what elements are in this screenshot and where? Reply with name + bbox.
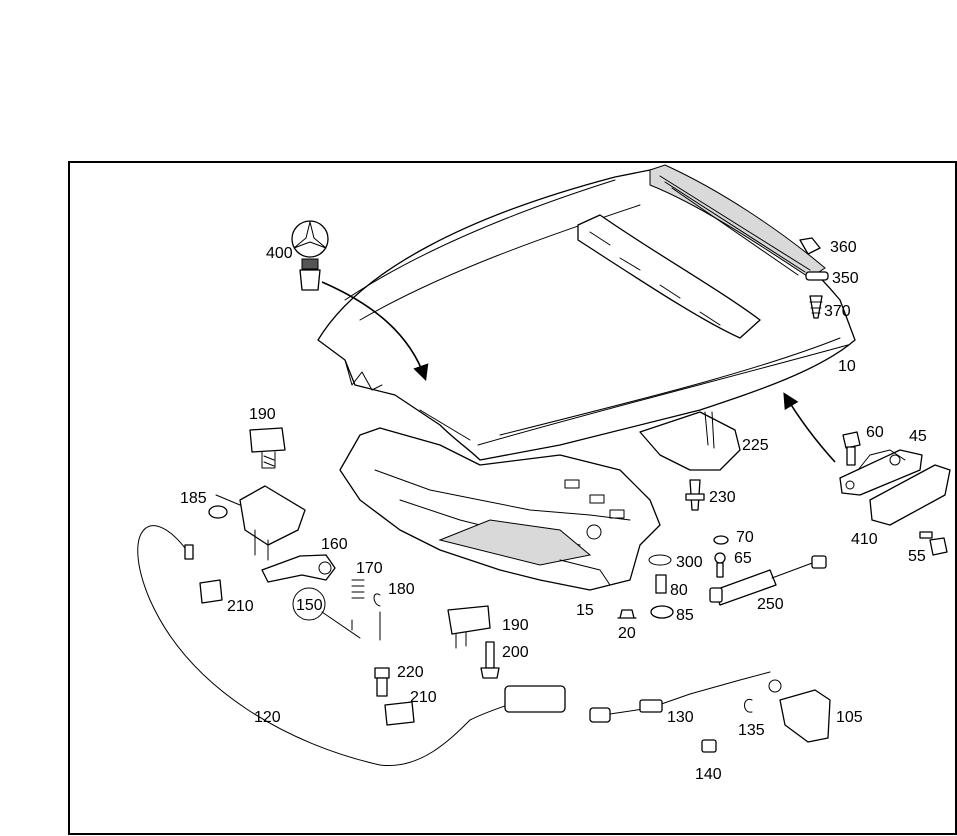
- label-60: 60: [866, 424, 884, 441]
- label-185: 185: [180, 490, 207, 507]
- label-55: 55: [908, 548, 926, 565]
- latch-190-lower: [447, 605, 491, 649]
- hood-hinge: [839, 449, 923, 496]
- label-230: 230: [709, 489, 736, 506]
- hinge-cover: [869, 464, 951, 526]
- label-360: 360: [830, 239, 857, 256]
- label-300: 300: [676, 554, 703, 571]
- assembly-150-circle: [292, 587, 326, 621]
- label-45: 45: [909, 428, 927, 445]
- clip-180: [373, 593, 381, 607]
- label-150: 150: [296, 597, 323, 614]
- spring-170: [351, 579, 365, 599]
- handle-bracket-105: [779, 689, 831, 743]
- label-65: 65: [734, 550, 752, 567]
- latch-210-lower: [384, 701, 415, 726]
- label-410: 410: [851, 531, 878, 548]
- bolt-80: [655, 574, 667, 594]
- clip-135: [744, 698, 753, 713]
- label-130: 130: [667, 709, 694, 726]
- hood-panel: [317, 164, 856, 461]
- label-190-lower: 190: [502, 617, 529, 634]
- label-15: 15: [576, 602, 594, 619]
- clip-350: [805, 271, 829, 281]
- bolt-55: [919, 531, 948, 556]
- latch-bracket-190-upper: [249, 427, 286, 469]
- bolt-220: [374, 667, 390, 697]
- label-70: 70: [736, 529, 754, 546]
- release-handle-130: [589, 671, 782, 723]
- label-105: 105: [836, 709, 863, 726]
- hood-star-emblem: [291, 220, 329, 291]
- label-140: 140: [695, 766, 722, 783]
- clip-360: [799, 237, 821, 255]
- label-10: 10: [838, 358, 856, 375]
- release-cable-120: [137, 525, 566, 767]
- label-180: 180: [388, 581, 415, 598]
- label-190-upper: 190: [249, 406, 276, 423]
- washer-185: [208, 505, 228, 519]
- label-350: 350: [832, 270, 859, 287]
- latch-bracket: [239, 485, 306, 561]
- label-220: 220: [397, 664, 424, 681]
- latch-lever-160: [261, 554, 336, 583]
- label-135: 135: [738, 722, 765, 739]
- part-70: [713, 535, 729, 545]
- label-225: 225: [742, 437, 769, 454]
- part-65: [714, 552, 726, 578]
- label-210-lower: 210: [410, 689, 437, 706]
- clip-140: [701, 739, 717, 753]
- label-200: 200: [502, 644, 529, 661]
- hood-insulation-pad: [339, 427, 661, 591]
- label-370: 370: [824, 303, 851, 320]
- label-85: 85: [676, 607, 694, 624]
- screw-370: [809, 295, 823, 319]
- diagram-frame: [68, 161, 957, 835]
- label-250: 250: [757, 596, 784, 613]
- latch-210-upper: [199, 579, 223, 604]
- clip-230: [685, 479, 705, 511]
- label-170: 170: [356, 560, 383, 577]
- bolt-200: [480, 641, 500, 679]
- label-160: 160: [321, 536, 348, 553]
- label-20: 20: [618, 625, 636, 642]
- label-210-upper: 210: [227, 598, 254, 615]
- gas-strut: [709, 555, 827, 606]
- ring-300: [648, 554, 672, 566]
- label-400: 400: [266, 245, 293, 262]
- buffer-85: [650, 605, 674, 619]
- clip-20: [617, 609, 637, 619]
- bolt-60: [842, 431, 861, 466]
- label-120: 120: [254, 709, 281, 726]
- rear-insulation-pad: [639, 411, 741, 471]
- label-80: 80: [670, 582, 688, 599]
